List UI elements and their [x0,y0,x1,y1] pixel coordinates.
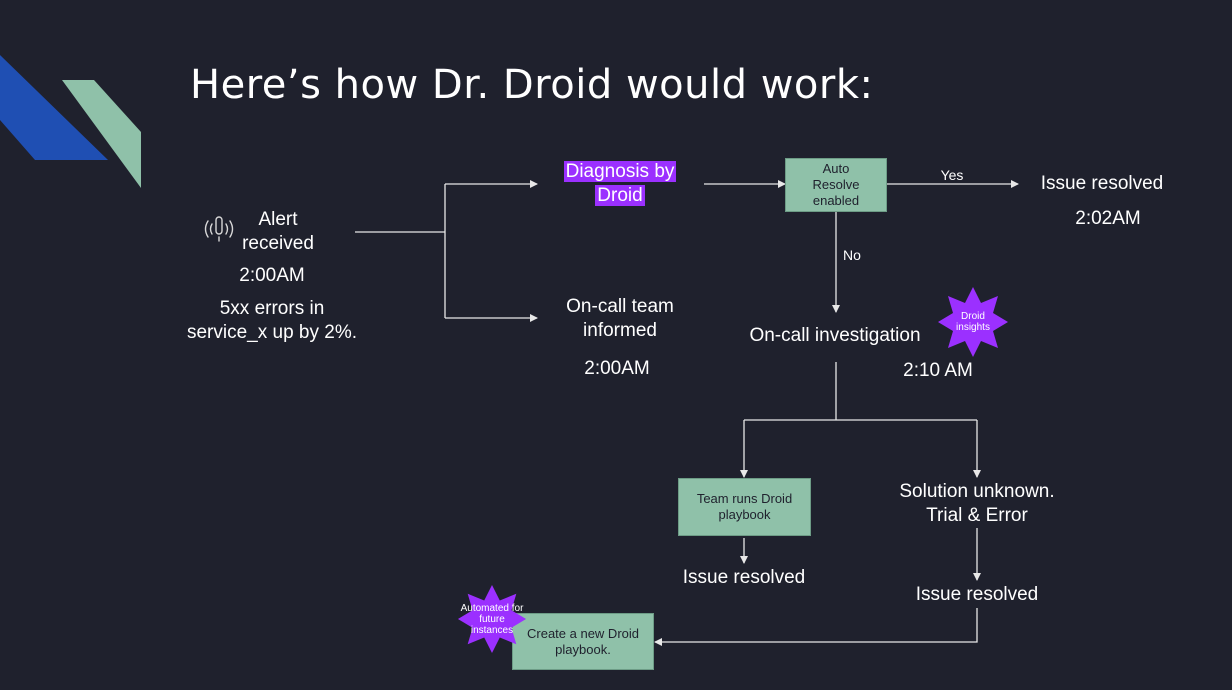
droid-insights-badge: Droid insights [936,285,1010,359]
automated-star-shape [457,584,527,654]
solution-line1: Solution unknown. [899,481,1055,502]
insights-line1: Droid [961,311,985,322]
team-playbook-line2: playbook [718,507,771,522]
slide-title: Here’s how Dr. Droid would work: [190,62,874,108]
oncall-team-node: On-call team informed [550,295,690,343]
alert-line2: received [242,233,314,254]
solution-unknown-node: Solution unknown. Trial & Error [882,480,1072,528]
insights-line2: insights [956,322,990,333]
create-playbook-line1: Create a new Droid [527,625,639,641]
blue-stripe [0,55,108,160]
team-playbook-line1: Team runs Droid [696,491,793,506]
insights-star-shape [938,287,1008,357]
issue-resolved-top-time: 2:02AM [1075,208,1141,229]
alert-description: 5xx errors in service_x up by 2%. [180,297,364,345]
issue-resolved-top: Issue resolved [1040,173,1164,194]
alert-desc-line1: 5xx errors in [219,298,325,319]
diagnosis-line1: Diagnosis by [563,161,677,182]
create-playbook-box: Create a new Droid playbook. [512,613,654,670]
issue-resolved-left: Issue resolved [682,567,806,588]
yes-label: Yes [940,167,964,183]
diagnosis-line2: Droid [595,185,645,206]
diagnosis-node: Diagnosis by Droid [552,160,688,208]
alert-line1: Alert [258,209,298,230]
auto-resolve-line3: enabled [812,193,860,208]
oncall-investigation-time: 2:10 AM [903,360,973,381]
auto-resolve-line2: Resolve [812,177,860,192]
team-playbook-box: Team runs Droid playbook [678,478,811,536]
automated-badge: Automated for future instances [456,583,528,655]
alert-desc-line2: service_x up by 2%. [186,322,358,343]
arrow-to-create-playbook [654,608,978,646]
corner-decoration [0,55,141,188]
oncall-team-line2: informed [583,320,657,341]
issue-resolved-right: Issue resolved [915,584,1039,605]
alert-signal-icon [204,216,234,242]
create-playbook-line2: playbook. [555,641,611,657]
green-stripe [62,80,141,188]
alert-label: Alert received [238,208,318,256]
no-label: No [843,247,861,263]
automated-line3: instances [470,624,514,636]
oncall-team-line1: On-call team [566,296,674,317]
automated-line2: future [479,613,505,625]
auto-resolve-line1: Auto [822,161,850,176]
oncall-team-time: 2:00AM [584,358,650,379]
oncall-investigation: On-call investigation [749,325,921,346]
alert-time: 2:00AM [239,265,305,286]
automated-line1: Automated for [460,602,524,614]
solution-line2: Trial & Error [926,505,1028,526]
auto-resolve-box: Auto Resolve enabled [785,158,887,212]
